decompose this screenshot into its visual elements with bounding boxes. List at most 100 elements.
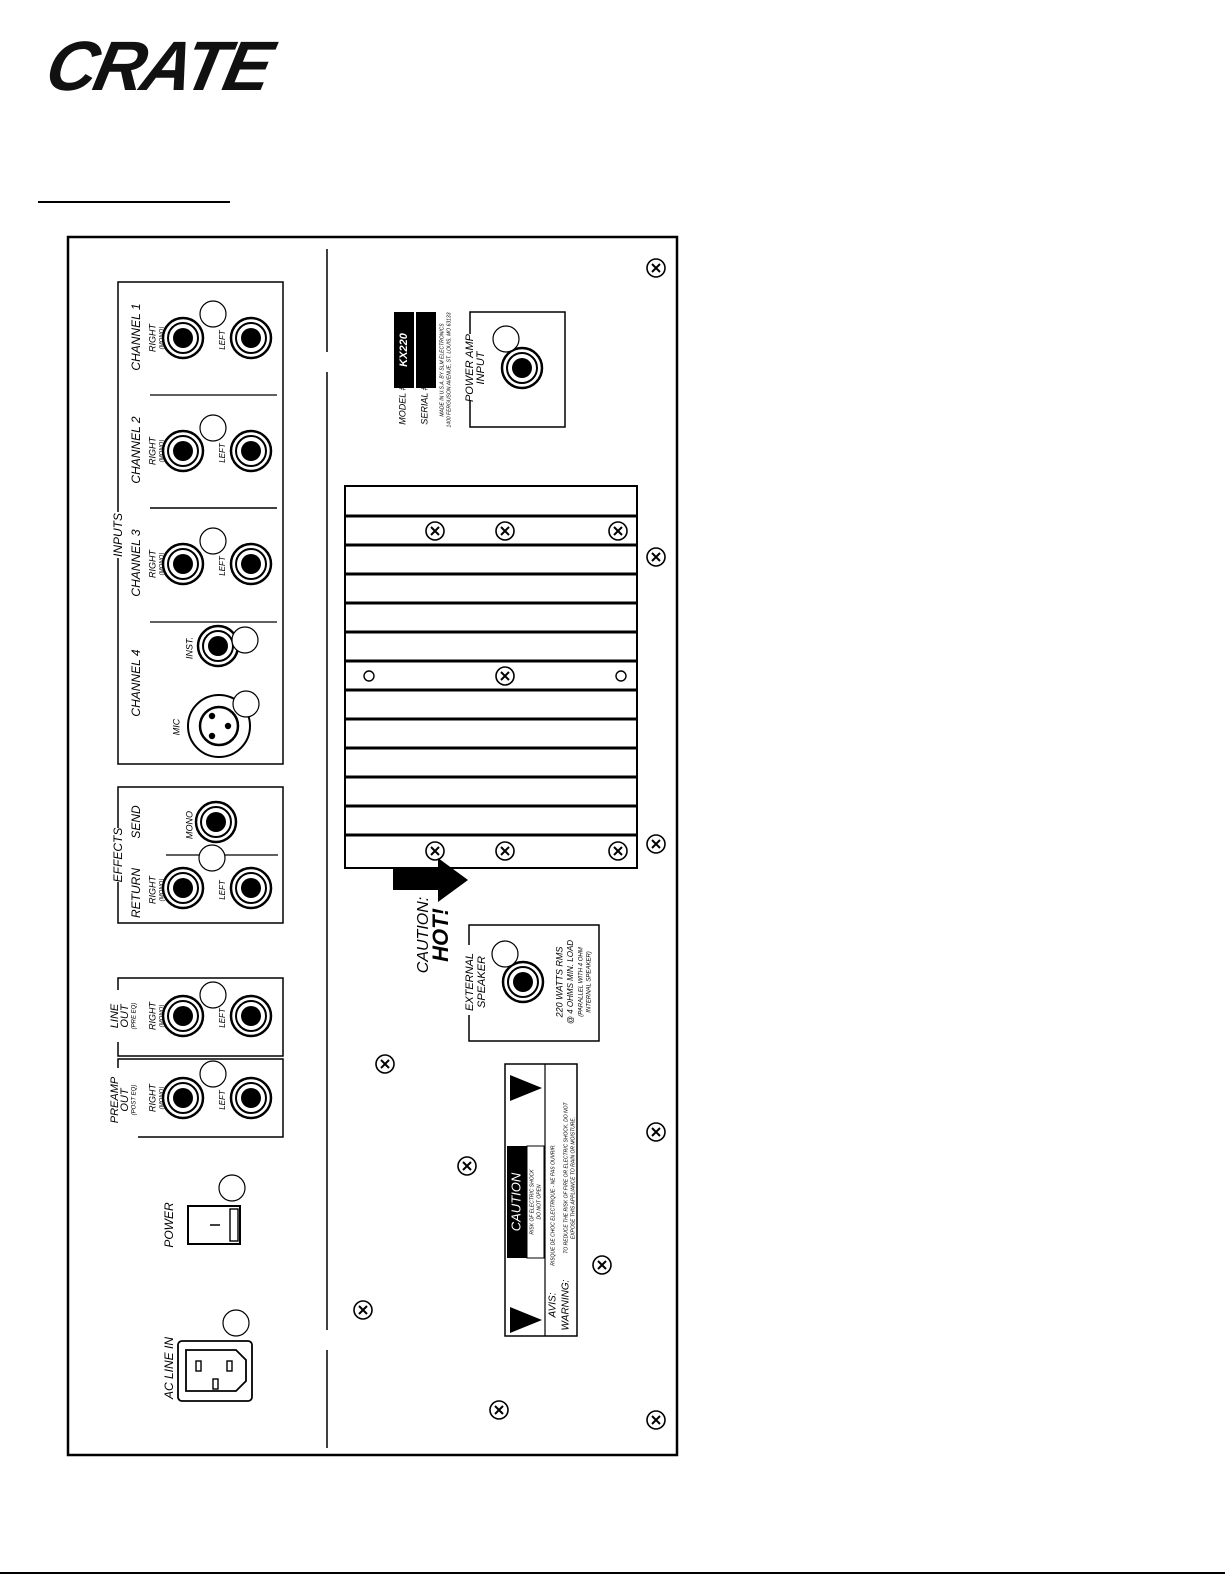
screw-icon [608, 841, 628, 861]
inputs-label: INPUTS [111, 513, 125, 557]
left-label: LEFT [218, 879, 227, 900]
serial-box [416, 312, 436, 388]
caution-hot-label-2: HOT! [428, 908, 453, 962]
caution-arrow-icon [393, 858, 468, 902]
screw-icon [457, 1156, 477, 1176]
mono-label: MONO [184, 811, 194, 839]
external-speaker-jack[interactable] [501, 960, 545, 1004]
power-switch[interactable] [187, 1205, 241, 1245]
line-out-right-jack[interactable] [161, 994, 205, 1038]
channel-3-label: CHANNEL 3 [129, 529, 143, 596]
screw-icon [646, 1122, 666, 1142]
warning-text-2: EXPOSE THIS APPLIANCE TO RAIN OR MOISTUR… [570, 1117, 576, 1239]
screw-icon [646, 258, 666, 278]
screw-icon [353, 1300, 373, 1320]
channel-4-mic-xlr-jack[interactable] [187, 694, 251, 758]
warning-label [504, 1063, 578, 1337]
callout-circle [231, 626, 259, 654]
ac-line-in-label: AC LINE IN [162, 1337, 176, 1400]
screw-icon [608, 521, 628, 541]
channel-4-label: CHANNEL 4 [129, 649, 143, 716]
avis-text: RISQUE DE CHOC ELECTRIQUE - NE PAS OUVRI… [550, 1144, 556, 1266]
callout-circle [218, 1174, 246, 1202]
effects-return-right-jack[interactable] [161, 866, 205, 910]
footer-rule [0, 1572, 1225, 1574]
preamp-out-label: PREAMP [109, 1076, 121, 1123]
callout-circle [199, 1060, 227, 1088]
callout-circle [199, 414, 227, 442]
speaker-spec-3: (PARALLEL WITH 4 OHM [579, 947, 585, 1016]
channel-1-right-jack[interactable] [161, 316, 205, 360]
right-label: RIGHT [147, 875, 157, 905]
channel-3-right-jack[interactable] [161, 542, 205, 586]
channel-1-left-jack[interactable] [229, 316, 273, 360]
caution-sub-2: DO NOT OPEN [536, 1184, 542, 1219]
line-out-label-2: OUT [119, 1003, 131, 1028]
mic-label: MIC [171, 718, 181, 735]
screw-icon [375, 1054, 395, 1074]
speaker-spec-4: INTERNAL SPEAKER) [587, 951, 593, 1013]
callout-circle [232, 690, 260, 718]
power-label: POWER [162, 1202, 176, 1248]
effects-return-left-jack[interactable] [229, 866, 273, 910]
left-label: LEFT [218, 329, 227, 350]
inst-label: INST. [184, 637, 194, 659]
post-eq-label: (POST EQ) [132, 1085, 138, 1116]
left-label: LEFT [218, 1089, 227, 1110]
right-label: RIGHT [147, 1083, 157, 1113]
screw-icon [425, 841, 445, 861]
callout-circle [199, 981, 227, 1009]
channel-1-label: CHANNEL 1 [129, 303, 143, 370]
screw-icon [646, 834, 666, 854]
effects-send-mono-jack[interactable] [194, 800, 238, 844]
callout-circle [199, 527, 227, 555]
screw-icon [646, 547, 666, 567]
speaker-spec-2: @ 4 OHMS MIN. LOAD [566, 940, 575, 1024]
preamp-out-left-jack[interactable] [229, 1076, 273, 1120]
send-label: SEND [129, 805, 143, 839]
power-amp-label-2: INPUT [475, 350, 487, 384]
model-value: KX220 [398, 332, 410, 367]
external-speaker-label-2: SPEAKER [476, 956, 488, 1008]
inputs-section [117, 281, 284, 765]
model-label: MODEL # [397, 384, 407, 424]
left-label: LEFT [218, 442, 227, 463]
channel-2-left-jack[interactable] [229, 429, 273, 473]
made-in-line-1: MADE IN U.S.A. BY SLM ELECTRONICS [439, 323, 445, 417]
avis-label: AVIS: [548, 1292, 559, 1318]
screw-icon [646, 1410, 666, 1430]
screw-icon [425, 521, 445, 541]
heat-sink [344, 485, 638, 869]
screw-icon [495, 521, 515, 541]
channel-3-left-jack[interactable] [229, 542, 273, 586]
callout-circle [222, 1309, 250, 1337]
right-label: RIGHT [147, 549, 157, 579]
made-in-line-2: 1400 FERGUSON AVENUE, ST. LOUIS, MO 6313… [446, 312, 452, 427]
right-label: RIGHT [147, 436, 157, 466]
pre-eq-label: (PRE EQ) [132, 1003, 138, 1030]
right-label: RIGHT [147, 1001, 157, 1031]
power-amp-input-jack[interactable] [500, 346, 544, 390]
left-label: LEFT [218, 555, 227, 576]
warning-heading: WARNING: [561, 1279, 572, 1330]
power-amp-label: POWER AMP [464, 333, 476, 402]
external-speaker-label: EXTERNAL [464, 953, 476, 1011]
warning-text-1: TO REDUCE THE RISK OF FIRE OR ELECTRIC S… [563, 1101, 569, 1253]
channel-2-right-jack[interactable] [161, 429, 205, 473]
caution-hot-label: CAUTION: [415, 897, 432, 973]
screw-icon [592, 1255, 612, 1275]
line-out-left-jack[interactable] [229, 994, 273, 1038]
left-label: LEFT [218, 1007, 227, 1028]
header-rule [38, 201, 230, 203]
channel-4-inst-jack[interactable] [196, 624, 240, 668]
ac-power-inlet[interactable] [177, 1340, 253, 1402]
line-out-label: LINE [109, 1003, 121, 1028]
callout-circle [199, 300, 227, 328]
caution-title: CAUTION [508, 1172, 523, 1231]
callout-circle [491, 940, 519, 968]
preamp-out-right-jack[interactable] [161, 1076, 205, 1120]
model-value-box [394, 312, 414, 388]
screw-icon [495, 841, 515, 861]
channel-2-label: CHANNEL 2 [129, 416, 143, 483]
return-label: RETURN [129, 868, 143, 918]
